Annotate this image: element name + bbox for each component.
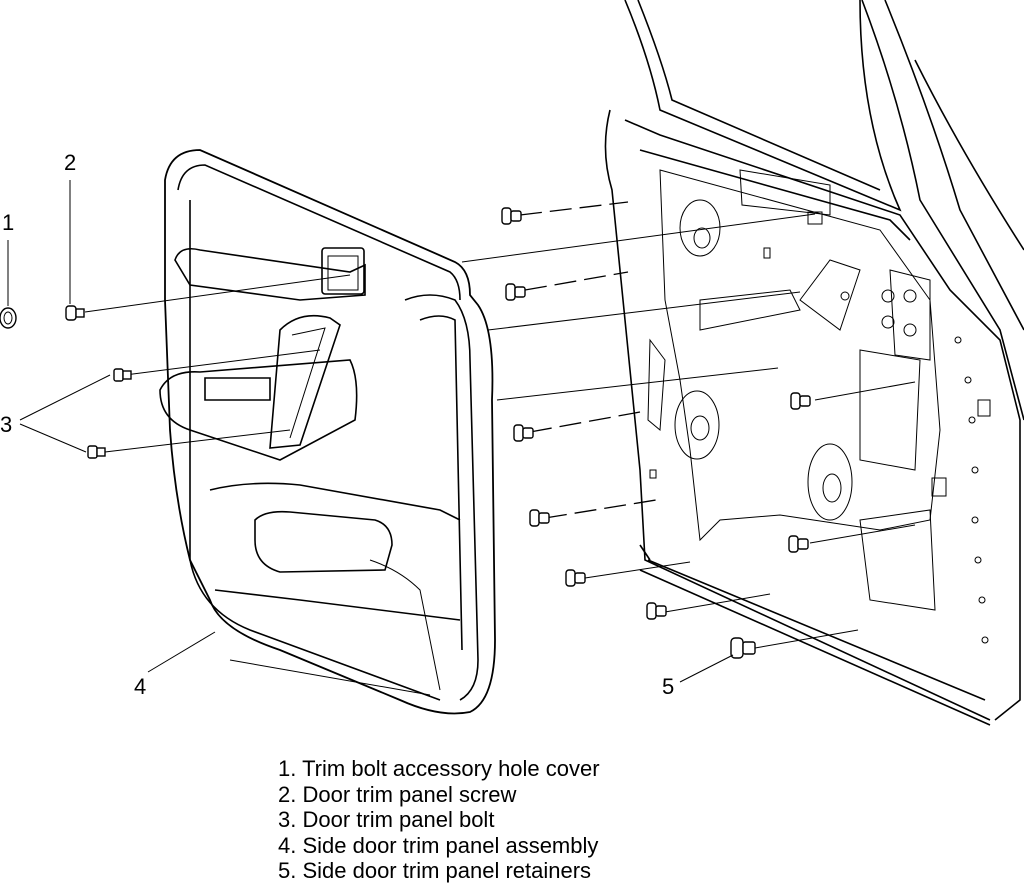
trim-panel-bolt-lower [87, 445, 106, 459]
legend-item-1: 1. Trim bolt accessory hole cover [278, 756, 600, 781]
retainer [790, 392, 811, 410]
retainer [788, 535, 809, 553]
retainer [501, 207, 522, 225]
retainer [565, 569, 586, 587]
trim-panel-screw [65, 305, 85, 321]
retainers [501, 207, 811, 659]
callout-4: 4 [134, 674, 146, 699]
retainer [529, 509, 550, 527]
callout-5: 5 [662, 674, 674, 699]
door-frame [604, 0, 1024, 726]
legend-item-3: 3. Door trim panel bolt [278, 807, 495, 832]
legend-item-5: 5. Side door trim panel retainers [278, 858, 592, 883]
retainer [505, 283, 526, 301]
callout-3: 3 [0, 412, 12, 437]
callout-2: 2 [64, 150, 76, 175]
hole-cover [0, 307, 17, 329]
callout-leaders [7, 180, 734, 683]
retainer [513, 424, 534, 442]
callout-1: 1 [2, 210, 14, 235]
alignment-lines [84, 201, 916, 649]
legend-item-4: 4. Side door trim panel assembly [278, 832, 599, 858]
retainer [730, 637, 756, 659]
trim-panel-bolt-upper [113, 368, 132, 382]
parts-legend: 1. Trim bolt accessory hole cover 2. Doo… [278, 756, 600, 884]
legend-item-2: 2. Door trim panel screw [278, 781, 517, 807]
retainer [646, 602, 667, 620]
door-trim-panel-assembly [159, 149, 496, 715]
